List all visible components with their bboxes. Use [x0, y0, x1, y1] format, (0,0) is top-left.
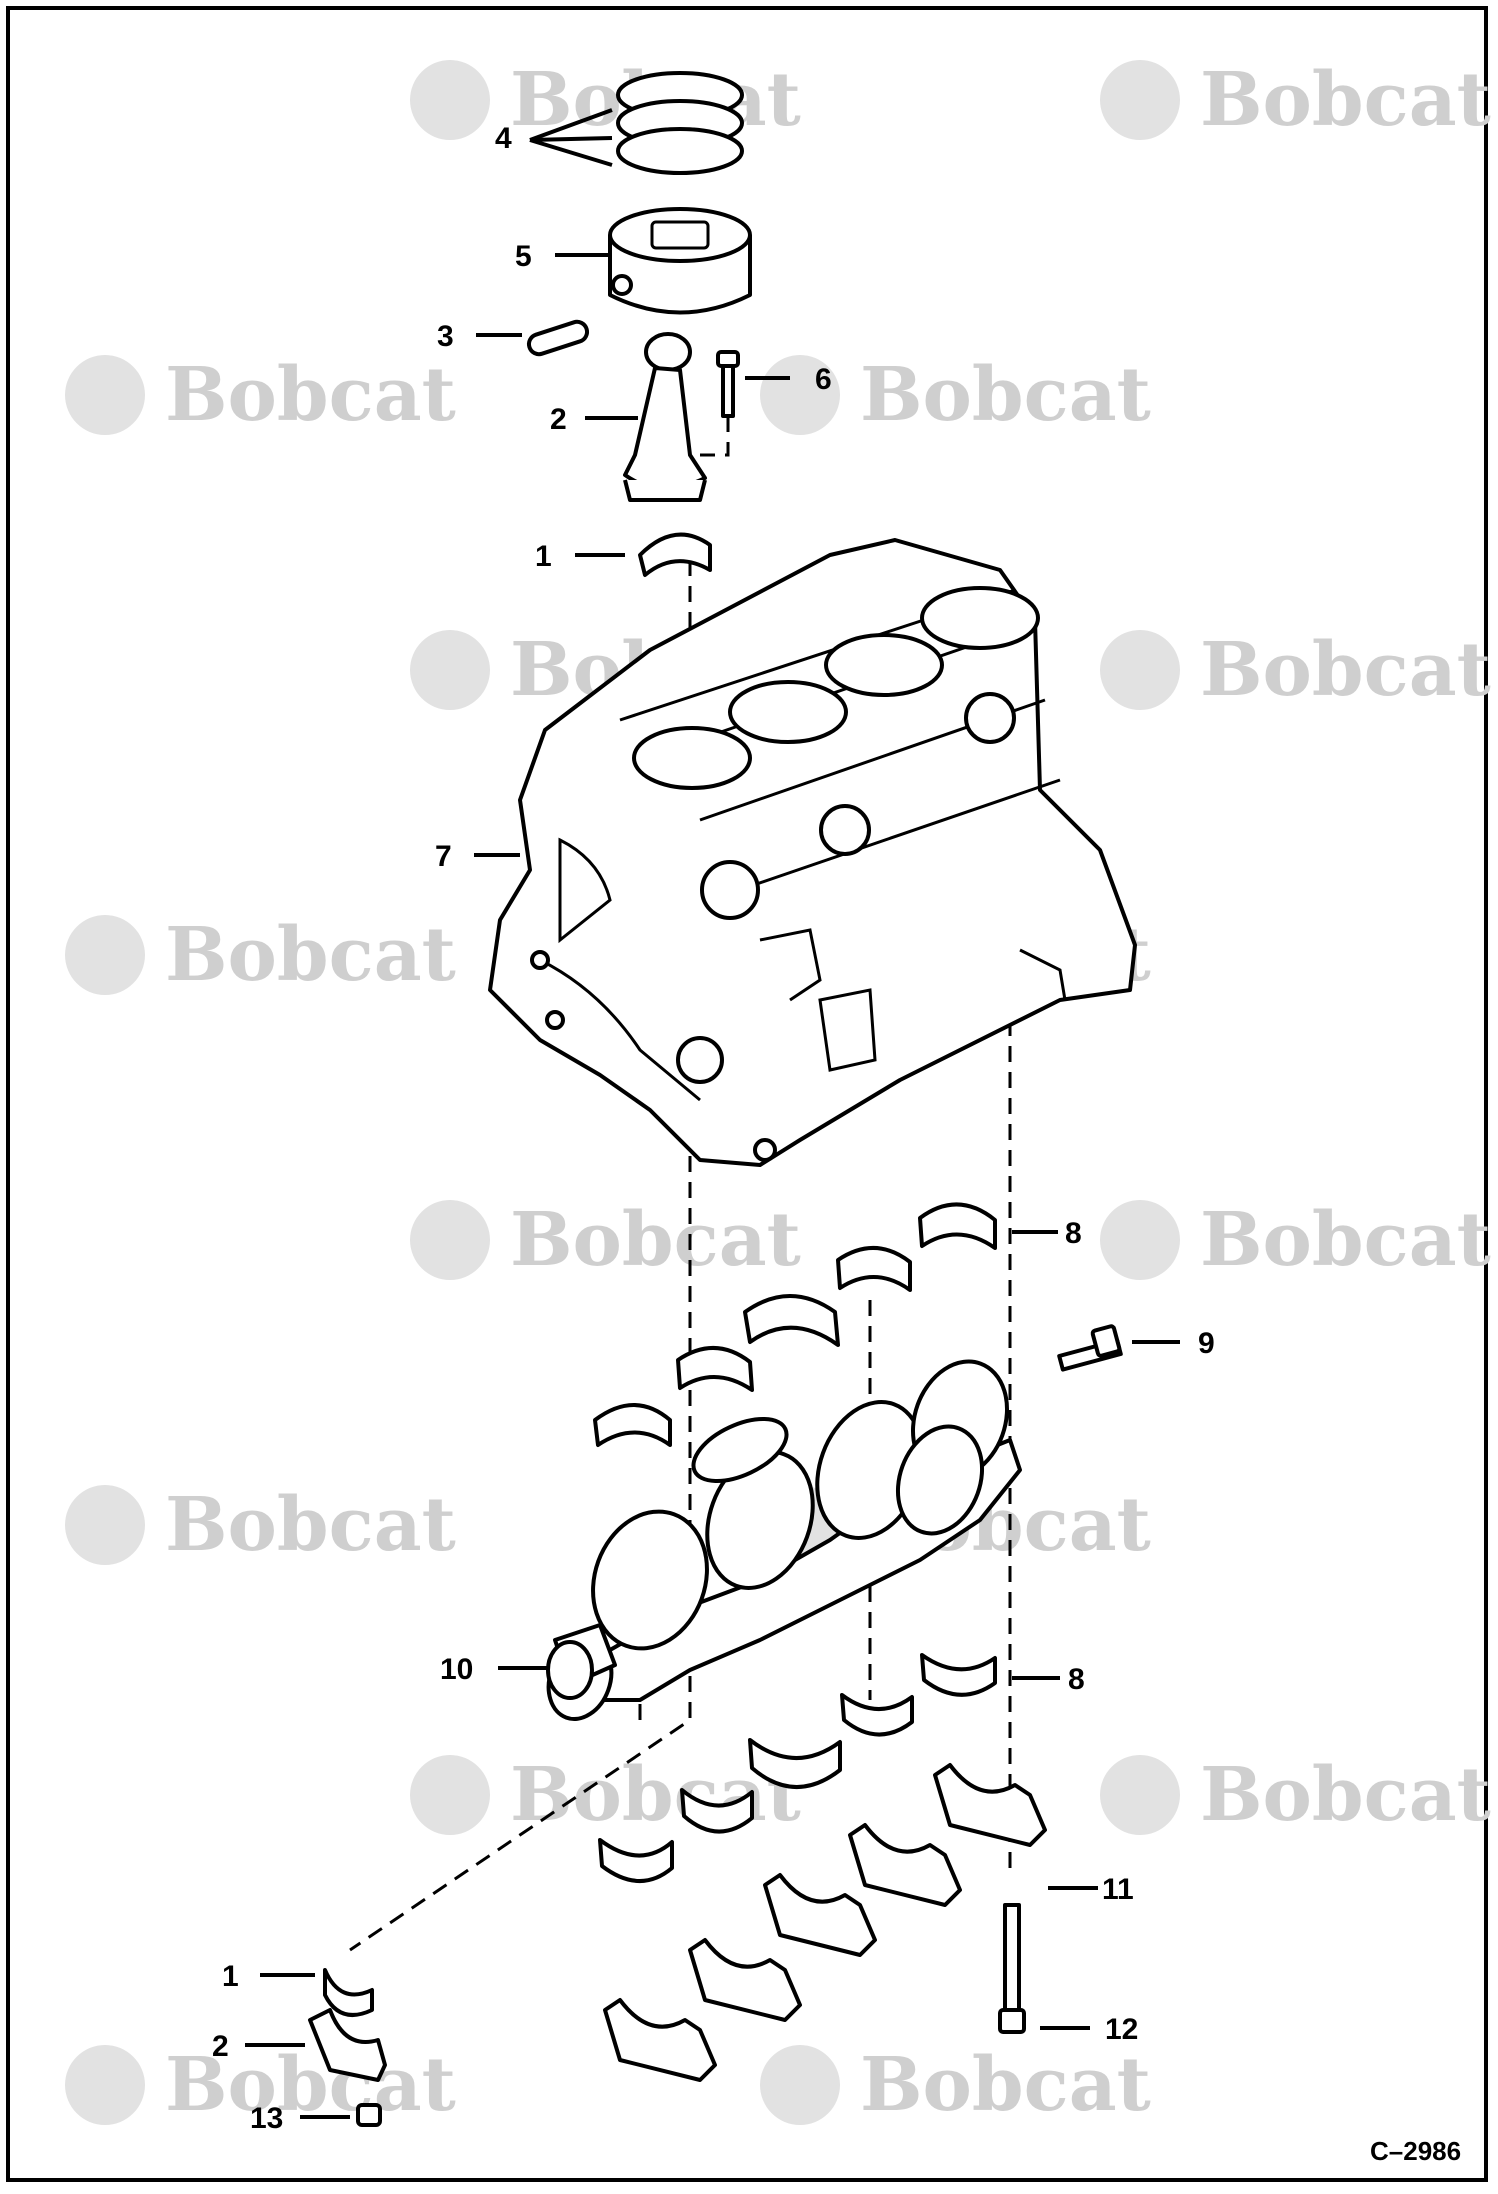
- svg-text:Bobcat: Bobcat: [165, 352, 456, 438]
- svg-text:Bobcat: Bobcat: [165, 2042, 456, 2128]
- diagram-frame: [6, 6, 1488, 2182]
- rod-cap: [308, 2008, 387, 2082]
- bobcat-watermark: Bobcat: [1100, 1752, 1491, 1838]
- piston: [608, 207, 752, 315]
- bobcat-watermark: Bobcat: [65, 2042, 456, 2128]
- bobcat-watermark: Bobcat: [65, 1482, 456, 1568]
- main-bearings-lower: [598, 1653, 997, 1883]
- main-cap-bolt: [1057, 1324, 1123, 1372]
- callout-8-lower: 8: [1068, 1663, 1085, 1696]
- svg-text:Bobcat: Bobcat: [1200, 57, 1491, 143]
- svg-text:Bobcat: Bobcat: [165, 912, 456, 998]
- svg-text:Bobcat: Bobcat: [165, 1482, 456, 1568]
- callout-1-lower: 1: [222, 1960, 239, 1993]
- callout-10: 10: [440, 1653, 473, 1686]
- callout-7: 7: [435, 840, 452, 873]
- bobcat-watermark: Bobcat: [1100, 627, 1491, 713]
- bobcat-watermark: Bobcat: [1100, 1197, 1491, 1283]
- piston-rings: [616, 71, 744, 175]
- callout-6: 6: [815, 363, 832, 396]
- crankshaft: [546, 1359, 1022, 1721]
- callout-8-upper: 8: [1065, 1217, 1082, 1250]
- callout-9: 9: [1198, 1327, 1215, 1360]
- figure-reference-code: C–2986: [1370, 2136, 1461, 2166]
- connecting-rod-bolt: [716, 350, 740, 418]
- callout-labels: 4 5 3 6 2 1 7 8 9 10 8 11 1 12 2 13: [212, 122, 1215, 2135]
- callout-13: 13: [250, 2102, 283, 2135]
- svg-text:Bobcat: Bobcat: [510, 1197, 801, 1283]
- callout-1: 1: [535, 540, 552, 573]
- callout-12: 12: [1105, 2013, 1138, 2046]
- callout-11: 11: [1102, 1873, 1134, 1906]
- bobcat-watermark: Bobcat: [760, 352, 1151, 438]
- main-cap-bolt-lower: [998, 1903, 1026, 2034]
- svg-text:Bobcat: Bobcat: [1200, 1752, 1491, 1838]
- rod-bearing-upper: [638, 532, 712, 577]
- bobcat-watermark: Bobcat: [65, 352, 456, 438]
- main-bearing-caps: [603, 1763, 1047, 2082]
- piston-pin: [526, 319, 590, 357]
- callout-3: 3: [437, 320, 454, 353]
- main-bearings-upper: [593, 1202, 997, 1447]
- bobcat-watermark: Bobcat: [65, 912, 456, 998]
- rod-nut: [356, 2103, 382, 2127]
- callout-4: 4: [495, 122, 512, 155]
- leader-lines: [245, 108, 1180, 2119]
- connecting-rod: [623, 332, 707, 502]
- svg-text:Bobcat: Bobcat: [1200, 1197, 1491, 1283]
- rod-bearing-lower: [323, 1968, 374, 2017]
- bobcat-watermark: Bobcat: [410, 1197, 801, 1283]
- bobcat-watermark: Bobcat: [1100, 57, 1491, 143]
- engine-block: [488, 538, 1137, 1167]
- callout-5: 5: [515, 240, 532, 273]
- callout-2-lower: 2: [212, 2030, 229, 2063]
- bobcat-watermark: Bobcat: [760, 2042, 1151, 2128]
- svg-text:Bobcat: Bobcat: [1200, 627, 1491, 713]
- svg-text:Bobcat: Bobcat: [860, 352, 1151, 438]
- callout-2: 2: [550, 403, 567, 436]
- svg-text:Bobcat: Bobcat: [860, 2042, 1151, 2128]
